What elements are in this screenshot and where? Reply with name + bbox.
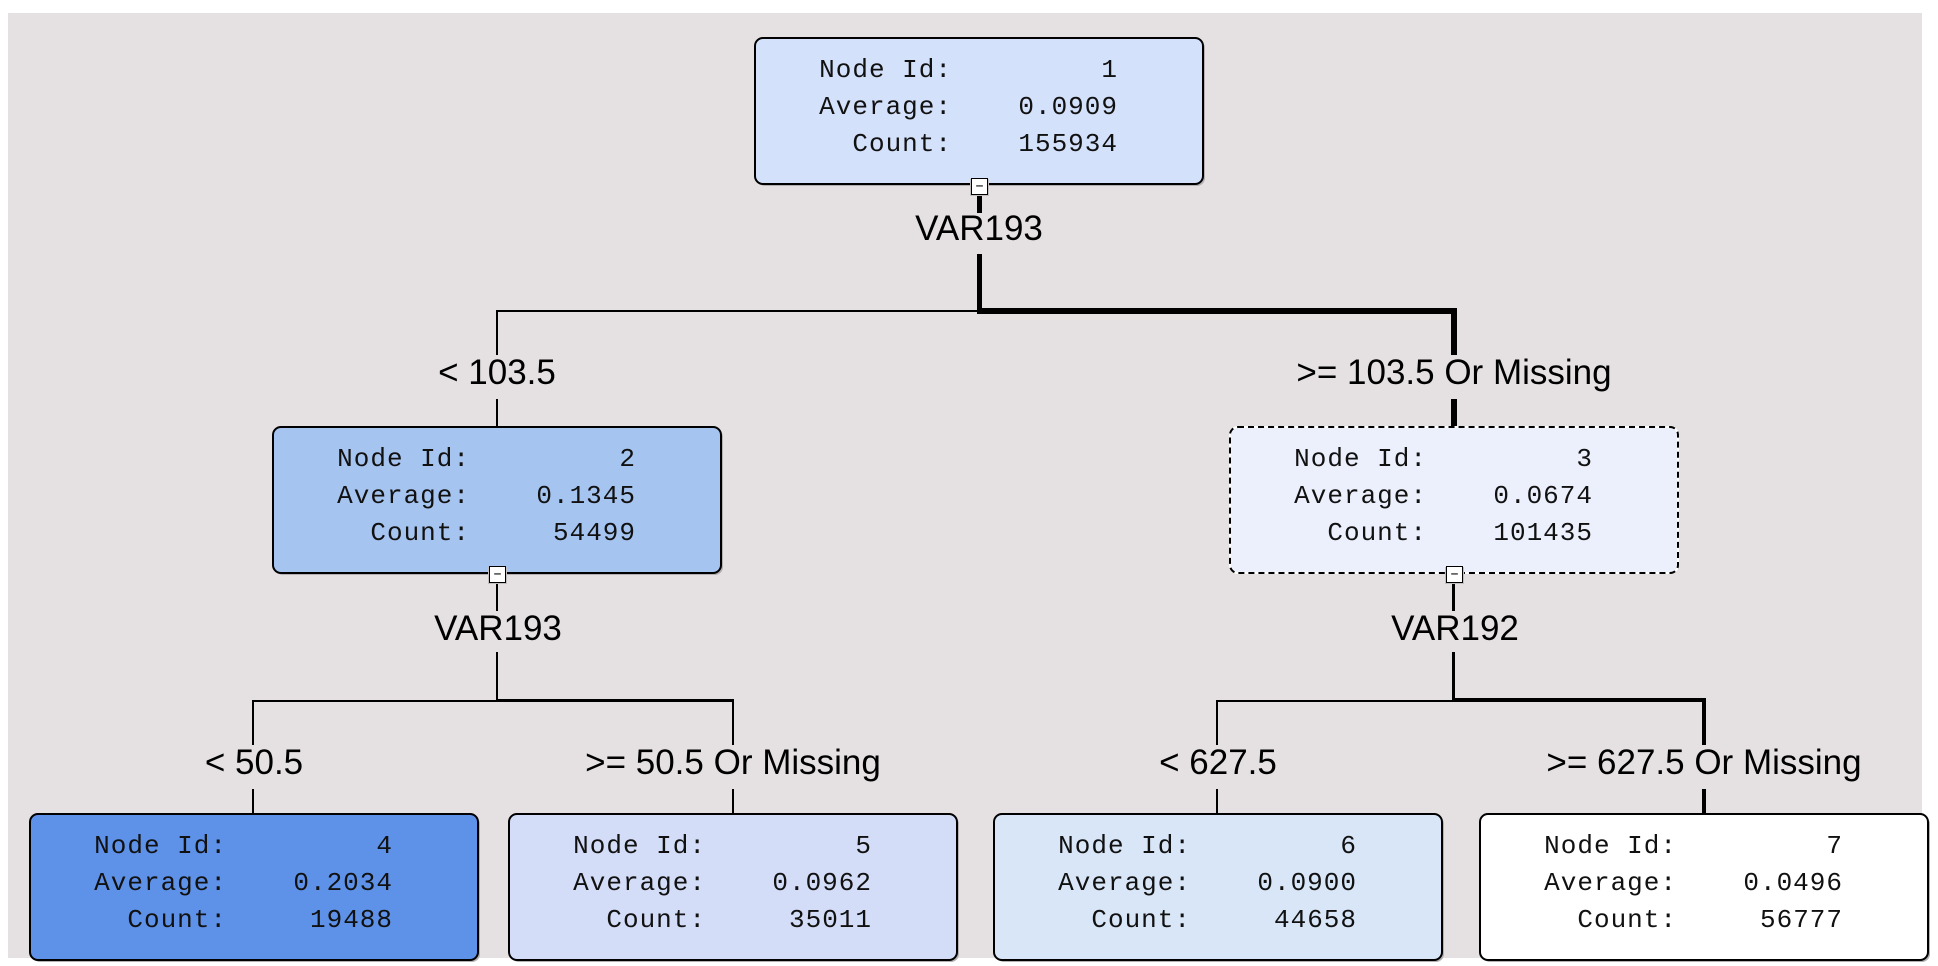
branch-line-to-node7-lower <box>1702 789 1706 813</box>
node-id-value: 4 <box>376 831 393 861</box>
tree-node-2[interactable]: Node Id: 2 Average: 0.1345 Count: 54499 <box>272 426 722 574</box>
count-label: Count: <box>370 518 470 548</box>
split-variable-label: VAR192 <box>1391 609 1519 648</box>
branch-line-to-node2-lower <box>496 399 498 426</box>
branch-line-to-node3-lower <box>1451 399 1457 426</box>
count-value: 101435 <box>1493 518 1593 548</box>
split-condition-label: >= 103.5 Or Missing <box>1296 353 1612 392</box>
split-variable-label: VAR193 <box>915 209 1043 248</box>
branch-line-node2-horizontal-left <box>253 700 498 702</box>
collapse-handle-node-3[interactable]: − <box>1446 566 1463 583</box>
node-id-value: 5 <box>855 831 872 861</box>
split-condition-label: < 627.5 <box>1159 743 1277 782</box>
split-condition-label: < 50.5 <box>204 743 304 782</box>
node-id-value: 1 <box>1101 55 1118 85</box>
branch-line-root-horizontal-left <box>496 310 979 312</box>
branch-line-to-node4-upper <box>252 700 254 745</box>
average-value: 0.2034 <box>293 868 393 898</box>
average-value: 0.1345 <box>536 481 636 511</box>
node-id-label: Node Id: <box>94 831 227 861</box>
branch-line-root-trunk-lower <box>977 254 982 311</box>
branch-line-to-node5-lower <box>732 789 734 813</box>
average-label: Average: <box>1294 481 1427 511</box>
node-id-label: Node Id: <box>819 55 952 85</box>
average-value: 0.0909 <box>1018 92 1118 122</box>
count-value: 44658 <box>1273 905 1357 935</box>
minus-icon: − <box>1450 567 1459 582</box>
split-condition-label: >= 50.5 Or Missing <box>585 743 881 782</box>
tree-node-5[interactable]: Node Id: 5 Average: 0.0962 Count: 35011 <box>508 813 958 961</box>
tree-node-3[interactable]: Node Id: 3 Average: 0.0674 Count: 101435 <box>1229 426 1679 574</box>
branch-line-node3-trunk-lower <box>1452 652 1455 701</box>
count-value: 56777 <box>1759 905 1843 935</box>
branch-line-root-horizontal-right <box>977 308 1457 314</box>
count-value: 35011 <box>788 905 872 935</box>
collapse-handle-node-2[interactable]: − <box>489 566 506 583</box>
node-id-label: Node Id: <box>1544 831 1677 861</box>
count-value: 54499 <box>552 518 636 548</box>
branch-line-node2-trunk-upper <box>496 572 498 611</box>
branch-line-to-node6-upper <box>1216 700 1218 745</box>
average-label: Average: <box>1058 868 1191 898</box>
branch-line-node3-trunk-upper <box>1452 572 1455 611</box>
minus-icon: − <box>975 179 984 194</box>
collapse-handle-node-1[interactable]: − <box>971 178 988 195</box>
count-value: 155934 <box>1018 129 1118 159</box>
node-id-value: 3 <box>1576 444 1593 474</box>
branch-line-to-node6-lower <box>1216 789 1218 813</box>
minus-icon: − <box>493 567 502 582</box>
average-label: Average: <box>1544 868 1677 898</box>
branch-line-to-node7-upper <box>1702 698 1706 745</box>
node-id-label: Node Id: <box>1058 831 1191 861</box>
count-label: Count: <box>1327 518 1427 548</box>
average-value: 0.0962 <box>772 868 872 898</box>
branch-line-node2-trunk-lower <box>496 652 498 701</box>
node-id-value: 6 <box>1340 831 1357 861</box>
count-label: Count: <box>1091 905 1191 935</box>
branch-line-to-node2-upper <box>496 310 498 355</box>
branch-line-node3-horizontal-right <box>1452 698 1706 702</box>
branch-line-to-node3-upper <box>1451 308 1457 355</box>
count-label: Count: <box>606 905 706 935</box>
node-id-label: Node Id: <box>1294 444 1427 474</box>
node-id-value: 2 <box>619 444 636 474</box>
split-condition-label: >= 627.5 Or Missing <box>1546 743 1862 782</box>
node-id-label: Node Id: <box>337 444 470 474</box>
node-id-label: Node Id: <box>573 831 706 861</box>
average-value: 0.0900 <box>1257 868 1357 898</box>
count-value: 19488 <box>309 905 393 935</box>
count-label: Count: <box>127 905 227 935</box>
tree-node-1[interactable]: Node Id: 1 Average: 0.0909 Count: 155934 <box>754 37 1204 185</box>
tree-canvas: VAR193 < 103.5 >= 103.5 Or Missing VAR19… <box>8 13 1929 961</box>
average-label: Average: <box>819 92 952 122</box>
average-label: Average: <box>337 481 470 511</box>
node-id-value: 7 <box>1826 831 1843 861</box>
branch-line-to-node4-lower <box>252 789 254 813</box>
average-value: 0.0496 <box>1743 868 1843 898</box>
average-value: 0.0674 <box>1493 481 1593 511</box>
tree-node-4[interactable]: Node Id: 4 Average: 0.2034 Count: 19488 <box>29 813 479 961</box>
branch-line-root-trunk-upper <box>977 183 982 213</box>
average-label: Average: <box>94 868 227 898</box>
tree-node-7[interactable]: Node Id: 7 Average: 0.0496 Count: 56777 <box>1479 813 1929 961</box>
count-label: Count: <box>1577 905 1677 935</box>
branch-line-to-node5-upper <box>732 699 734 745</box>
tree-node-6[interactable]: Node Id: 6 Average: 0.0900 Count: 44658 <box>993 813 1443 961</box>
count-label: Count: <box>852 129 952 159</box>
average-label: Average: <box>573 868 706 898</box>
branch-line-node2-horizontal-right <box>496 699 734 702</box>
split-condition-label: < 103.5 <box>438 353 556 392</box>
split-variable-label: VAR193 <box>434 609 562 648</box>
branch-line-node3-horizontal-left <box>1217 700 1454 702</box>
